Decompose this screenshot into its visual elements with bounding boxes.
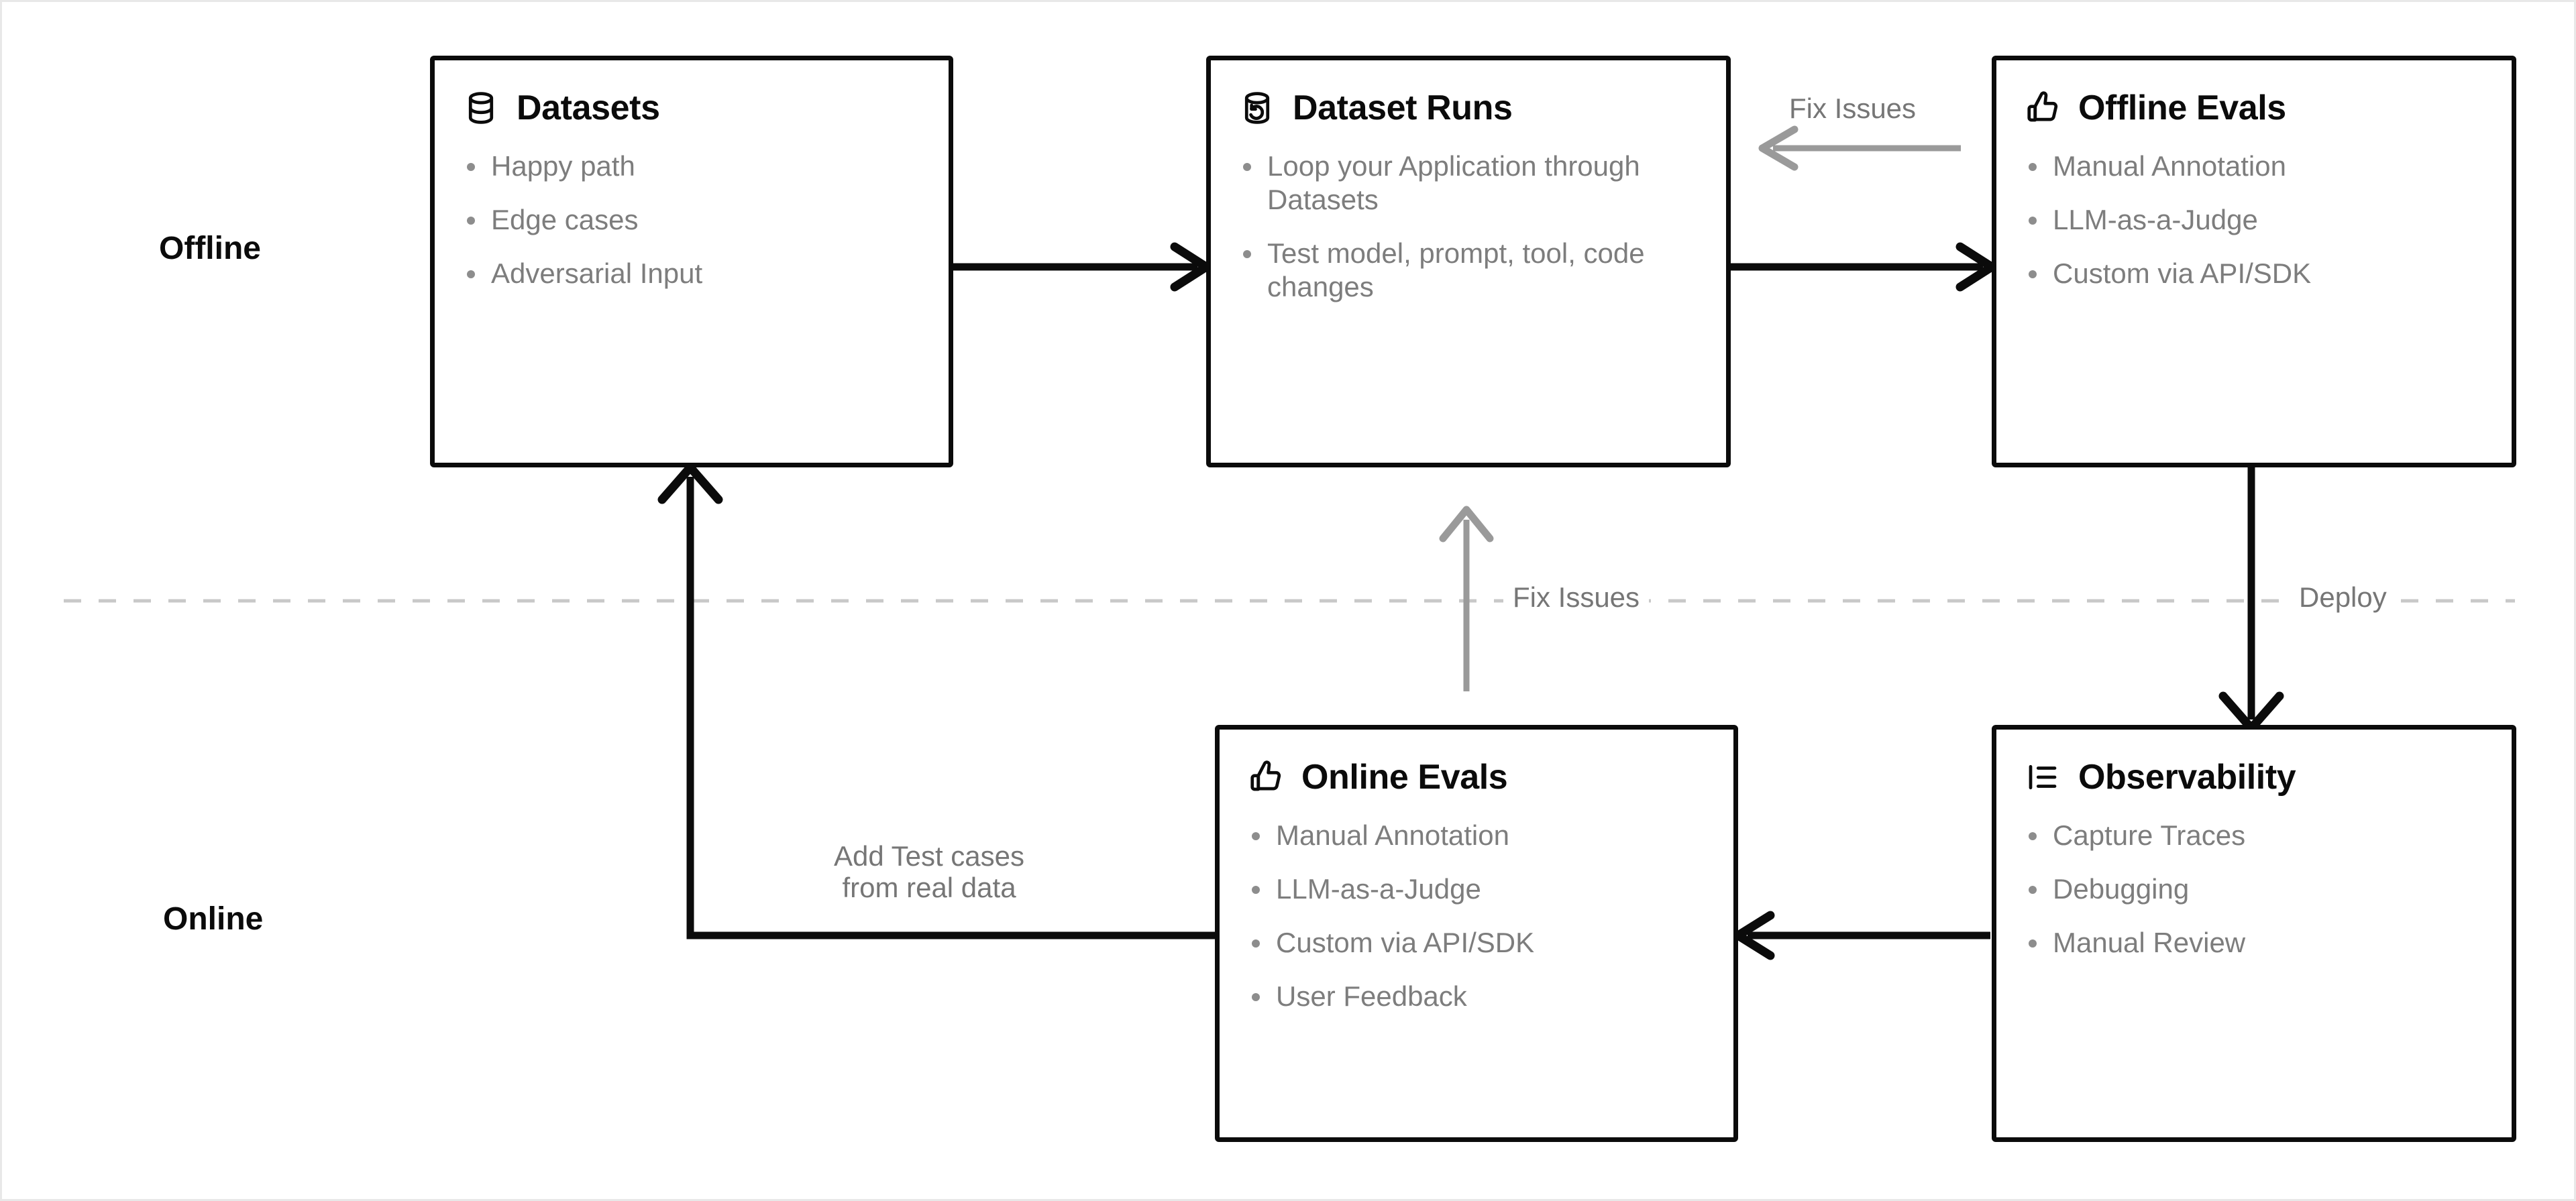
node-datasets-title: Datasets [517, 89, 660, 127]
node-dataset-runs-title: Dataset Runs [1293, 89, 1513, 127]
node-offline-evals-list: Manual Annotation LLM-as-a-Judge Custom … [2025, 150, 2483, 290]
list-item: Adversarial Input [463, 257, 920, 290]
list-item: Capture Traces [2025, 819, 2483, 852]
database-icon [463, 90, 499, 126]
node-observability-list: Capture Traces Debugging Manual Review [2025, 819, 2483, 960]
list-item: User Feedback [1248, 980, 1705, 1013]
node-observability-title: Observability [2078, 758, 2296, 797]
node-online-evals-title: Online Evals [1301, 758, 1508, 797]
thumbs-up-icon [2025, 90, 2061, 126]
edge-offline-evals-to-observability [2218, 467, 2284, 733]
node-online-evals[interactable]: Online Evals Manual Annotation LLM-as-a-… [1215, 725, 1738, 1142]
list-item: Manual Review [2025, 926, 2483, 960]
node-offline-evals[interactable]: Offline Evals Manual Annotation LLM-as-a… [1992, 56, 2516, 467]
list-item: LLM-as-a-Judge [1248, 872, 1705, 906]
list-item: Test model, prompt, tool, code changes [1239, 237, 1698, 304]
edge-label-fix-issues-top: Fix Issues [1780, 93, 1926, 125]
list-item: LLM-as-a-Judge [2025, 203, 2483, 237]
list-item: Debugging [2025, 872, 2483, 906]
list-item: Manual Annotation [1248, 819, 1705, 852]
list-item: Custom via API/SDK [2025, 257, 2483, 290]
edge-label-fix-issues-middle: Fix Issues [1503, 581, 1650, 614]
edge-offline-evals-to-dataset-runs [1758, 125, 1961, 171]
edge-dataset-runs-to-offline-evals [1731, 242, 1996, 292]
edge-label-add-test-cases: Add Test cases from real data [815, 840, 1043, 904]
node-datasets-list: Happy path Edge cases Adversarial Input [463, 150, 920, 290]
edge-label-add-test-cases-line2: from real data [842, 872, 1016, 904]
phase-label-offline: Offline [159, 231, 261, 266]
node-observability[interactable]: Observability Capture Traces Debugging M… [1992, 725, 2516, 1142]
list-tree-icon [2025, 759, 2061, 795]
thumbs-up-icon [1248, 759, 1284, 795]
list-item: Loop your Application through Datasets [1239, 150, 1698, 217]
edge-datasets-to-dataset-runs [953, 242, 1211, 292]
node-offline-evals-header: Offline Evals [2025, 90, 2483, 127]
node-dataset-runs-list: Loop your Application through Datasets T… [1239, 150, 1698, 304]
list-item: Edge cases [463, 203, 920, 237]
node-datasets[interactable]: Datasets Happy path Edge cases Adversari… [430, 56, 953, 467]
edge-label-add-test-cases-line1: Add Test cases [833, 840, 1025, 872]
node-online-evals-list: Manual Annotation LLM-as-a-Judge Custom … [1248, 819, 1705, 1013]
list-item: Happy path [463, 150, 920, 183]
node-datasets-header: Datasets [463, 90, 920, 127]
edge-label-deploy: Deploy [2290, 581, 2396, 614]
node-dataset-runs-header: Dataset Runs [1239, 90, 1698, 127]
node-offline-evals-title: Offline Evals [2078, 89, 2286, 127]
node-observability-header: Observability [2025, 759, 2483, 796]
edge-online-evals-to-dataset-runs [1439, 506, 1494, 691]
edge-observability-to-online-evals [1733, 911, 1990, 960]
database-refresh-icon [1239, 90, 1275, 126]
node-online-evals-header: Online Evals [1248, 759, 1705, 796]
list-item: Manual Annotation [2025, 150, 2483, 183]
list-item: Custom via API/SDK [1248, 926, 1705, 960]
phase-label-online: Online [163, 901, 264, 937]
node-dataset-runs[interactable]: Dataset Runs Loop your Application throu… [1206, 56, 1731, 467]
